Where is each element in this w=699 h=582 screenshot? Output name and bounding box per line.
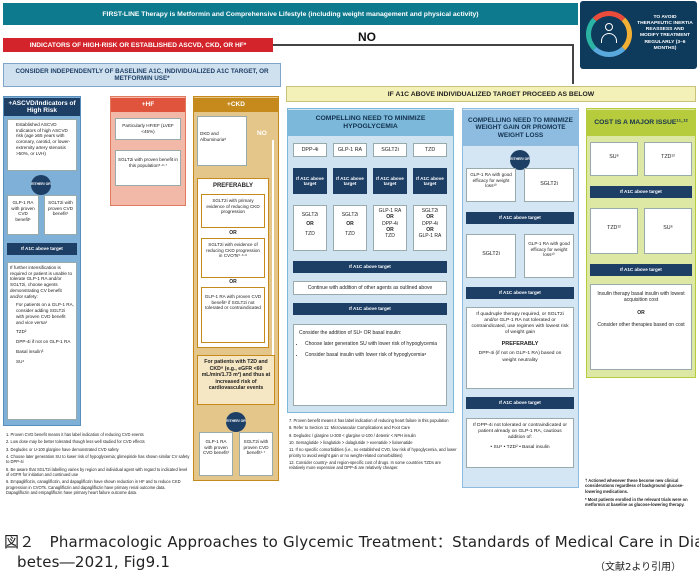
no-connector-line [273, 44, 573, 46]
hf-header: +HF [111, 98, 185, 112]
ckd-no-line [272, 140, 274, 360]
no-label-small: NO [257, 130, 267, 137]
ckd-dkd-box: DKD and Albuminuria⁸ [197, 116, 247, 166]
weight-glp1-second: GLP-1 RA with good efficacy for weight l… [524, 234, 574, 278]
weight-quad-box: If quadruple therapy required, or SGLT2i… [466, 307, 574, 389]
notes-left: 1. Proven CVD benefit means it has label… [6, 432, 190, 495]
no-label: NO [358, 30, 376, 44]
weight-sglt2-box: SGLT2i [524, 168, 574, 202]
hypo-drug-sglt2: SGLT2i [373, 143, 407, 157]
cost-header: COST IS A MAJOR ISSUE¹¹·¹² [587, 110, 695, 136]
ascvd-criteria-box: Established ASCVD Indicators of high ASC… [7, 119, 77, 171]
ascvd-either-or-badge: EITHER/ OR [31, 175, 51, 195]
hypo-a1c-above-2: If A1C above target [333, 168, 367, 194]
ckd-header: +CKD [194, 98, 278, 112]
weight-a1c-above-3: If A1C above target [466, 397, 574, 409]
hypo-header: COMPELLING NEED TO MINIMIZE HYPOGLYCEMIA [288, 110, 453, 136]
hypo-a1c-above-3: If A1C above target [373, 168, 407, 194]
hypo-drug-glp1: GLP-1 RA [333, 143, 367, 157]
ascvd-intensification-box: If further intensification is required o… [7, 262, 77, 420]
avoid-inertia-badge: TO AVOID THERAPEUTIC INERTIA REASSESS AN… [580, 1, 697, 69]
hypo-drug-tzd: TZD [413, 143, 447, 157]
figure-caption: 図２ Pharmacologic Approaches to Glycemic … [4, 533, 699, 571]
cost-tzd-second: TZD¹² [590, 208, 638, 254]
weight-either-or-badge: EITHER/ OR [510, 150, 530, 170]
ascvd-glp1-box: GLP-1 RA with proven CVD benefit¹ [7, 195, 39, 235]
first-line-banner: FIRST-LINE Therapy is Metformin and Comp… [3, 3, 578, 25]
avoid-inertia-text: TO AVOID THERAPEUTIC INERTIA REASSESS AN… [637, 15, 693, 51]
weight-a1c-above: If A1C above target [466, 212, 574, 224]
no-down-arrow [572, 44, 574, 84]
cost-a1c-above: If A1C above target [590, 186, 692, 198]
person-icon [600, 23, 618, 45]
citation: （文献2より引用） [595, 562, 682, 573]
ckd-pref-2: SGLT2i with evidence of reducing CKD pro… [201, 238, 265, 278]
ascvd-sglt2-box: SGLT2i with proven CVD benefit¹ [44, 195, 77, 235]
weight-header: COMPELLING NEED TO MINIMIZE WEIGHT GAIN … [463, 110, 578, 146]
ckd-or-2: OR [229, 279, 237, 285]
above-target-bar: IF A1C ABOVE INDIVIDUALIZED TARGET PROCE… [286, 86, 696, 102]
indicators-bar: INDICATORS OF HIGH-RISK OR ESTABLISHED A… [3, 38, 273, 52]
cost-tzd-box: TZD¹² [644, 142, 692, 176]
cost-su-box: SU⁶ [590, 142, 638, 176]
hf-hfref-box: Particularly HFrEF (LVEF <45%) [115, 118, 181, 140]
hf-sglt2-box: SGLT2i with proven benefit in this popul… [115, 150, 181, 186]
ckd-pref-1: SGLT2i with primary evidence of reducing… [201, 194, 265, 228]
cost-insulin-box: Insulin therapy basal insulin with lowes… [590, 284, 692, 370]
hypo-a1c-above-1: If A1C above target [293, 168, 327, 194]
ckd-sglt2-box: SGLT2i with proven CVD benefit¹·⁷ [239, 432, 273, 476]
weight-a1c-above-2: If A1C above target [466, 287, 574, 299]
weight-glp1-box: GLP-1 RA with good efficacy for weight l… [466, 168, 516, 202]
cost-a1c-above-2: If A1C above target [590, 264, 692, 276]
cost-su-second: SU⁶ [644, 208, 692, 254]
ascvd-header: +ASCVD/Indicators of High Risk [4, 98, 80, 116]
ckd-preferably-label: PREFERABLY [212, 183, 254, 189]
weight-sglt2-second: SGLT2i [466, 234, 516, 278]
ckd-pref-3: GLP-1 RA with proven CVD benefit¹ if SGL… [201, 287, 265, 343]
hypo-drug-dpp4: DPP-4i [293, 143, 327, 157]
hypo-consider-box: Consider the addition of SU⁶ OR basal in… [293, 324, 447, 406]
notes-mid: 7. Proven benefit means it has label ind… [289, 418, 457, 471]
notes-right: † Actioned whenever these become new cli… [585, 478, 688, 508]
ascvd-a1c-above-target: If A1C above target [7, 243, 77, 255]
ckd-either-or-badge: EITHER/ OR [226, 412, 246, 432]
ckd-t2d-box: For patients with T2D and CKD⁸ (e.g., eG… [197, 355, 275, 405]
hypo-a1c-above-combined: If A1C above target [293, 261, 447, 273]
hypo-a1c-above-4: If A1C above target [413, 168, 447, 194]
consider-bar: CONSIDER INDEPENDENTLY OF BASELINE A1C, … [3, 63, 281, 87]
ckd-or-1: OR [229, 230, 237, 236]
hypo-a1c-above-final: If A1C above target [293, 303, 447, 315]
hypo-continue-box: Continue with addition of other agents a… [293, 281, 447, 295]
weight-dpp4-box: If DPP-4i not tolerated or contraindicat… [466, 418, 574, 468]
reassess-cycle-icon [586, 11, 632, 57]
ckd-glp1-box: GLP-1 RA with proven CVD benefit¹ [199, 432, 233, 476]
